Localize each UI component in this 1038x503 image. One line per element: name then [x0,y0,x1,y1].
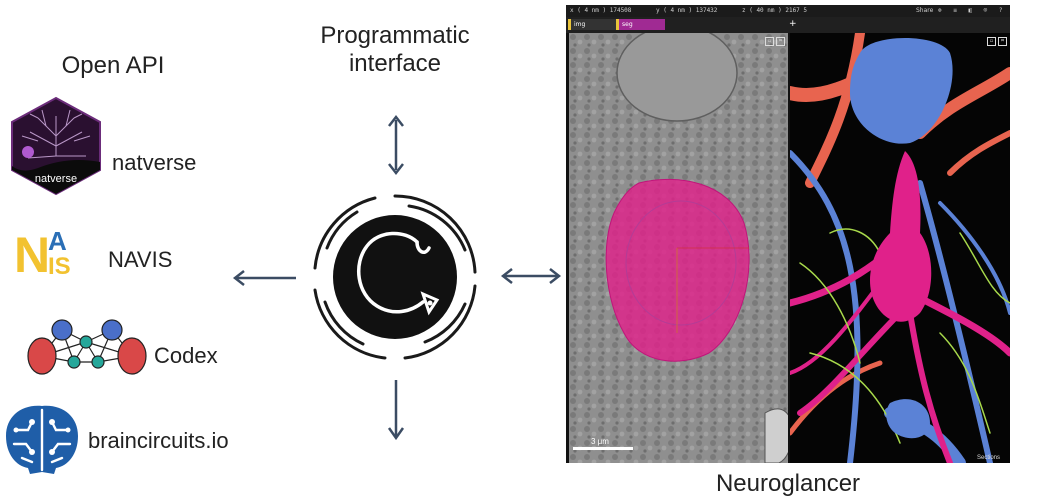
natverse-logo-icon: natverse [11,96,101,196]
tool-label-braincircuits: braincircuits.io [88,428,229,453]
neuron-meshes [790,33,1010,463]
svg-text:N: N [14,227,50,278]
coord-y[interactable]: y ( 4 nm ) 137432 [656,7,718,14]
open-api-title: Open API [61,52,165,79]
layer-tab-seg-label: seg [622,21,633,28]
coord-x[interactable]: x ( 4 nm ) 174508 [570,7,632,14]
share-button[interactable]: Share [916,7,934,14]
natverse-logo-text: natverse [35,173,77,185]
sections-toggle[interactable]: Sections [976,455,1000,461]
up-down-arrow-icon [388,114,404,176]
panel-em-maximize-button[interactable]: ⌗ [776,37,785,46]
navis-logo-icon: N A IS [14,226,71,278]
layer-tab-seg[interactable]: seg [616,19,665,30]
tool-label-natverse: natverse [112,150,197,175]
left-arrow-icon [232,270,296,286]
panel-em-layout-button[interactable]: ▫ [765,37,774,46]
svg-text:A: A [48,226,67,256]
neuroglancer-caption: Neuroglancer [715,470,861,497]
down-arrow-icon [387,380,405,441]
programmatic-title-line2: interface [348,50,442,77]
mesh-3d-panel[interactable]: ▫ ⌗ Sections [790,33,1010,463]
scale-bar-label: 3 μm [591,437,609,446]
panel-3d-maximize-button[interactable]: ⌗ [998,37,1007,46]
brain-circuit-icon [6,405,78,474]
add-layer-button[interactable]: + [789,19,797,29]
em-slice-panel[interactable]: ▫ ⌗ 3 μm [569,33,788,463]
programmatic-title: Programmatic interface [290,22,500,78]
codex-logo-icon [27,319,147,375]
panel-3d-layout-button[interactable]: ▫ [987,37,996,46]
ng-layer-tabs: img seg + [566,17,1010,33]
programmatic-title-line1: Programmatic [320,22,470,49]
coord-z[interactable]: z ( 40 nm ) 2167 5 [742,7,808,14]
tool-label-codex: Codex [154,343,218,368]
central-logo-icon [313,194,477,360]
em-image [569,33,788,463]
layer-tab-img-label: img [574,21,586,28]
tool-label-navis: NAVIS [108,247,173,272]
layer-tab-img[interactable]: img [568,19,617,30]
neuroglancer-window: x ( 4 nm ) 174508 y ( 4 nm ) 137432 z ( … [566,5,1010,463]
ng-coordinate-bar: x ( 4 nm ) 174508 y ( 4 nm ) 137432 z ( … [566,5,1010,26]
svg-text:IS: IS [48,253,71,278]
left-right-arrow-icon [500,268,562,284]
